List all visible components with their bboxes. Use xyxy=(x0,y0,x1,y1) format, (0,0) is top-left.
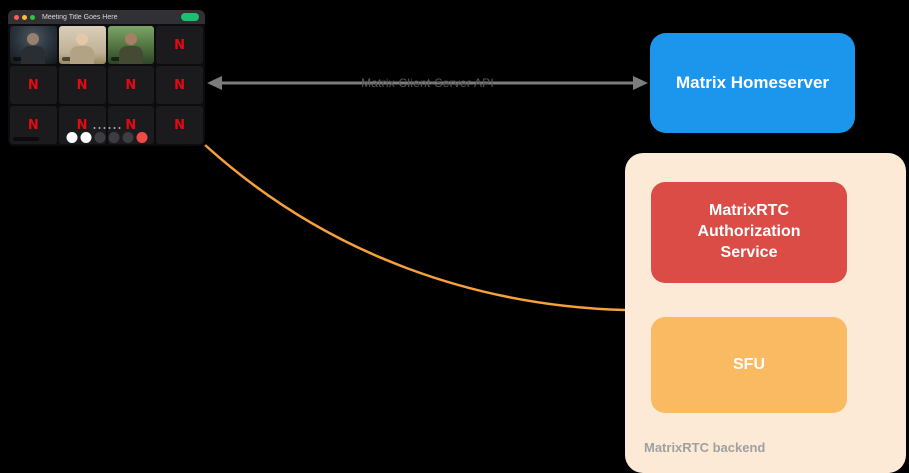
traffic-light-red-icon xyxy=(14,14,19,20)
backend-group-label: MatrixRTC backend xyxy=(644,440,766,455)
n-logo-icon: N xyxy=(174,117,186,133)
video-tile-letter: N xyxy=(156,66,203,104)
n-logo-icon: N xyxy=(76,77,88,93)
camera-icon xyxy=(80,132,91,143)
video-tile-participant xyxy=(107,26,155,64)
n-logo-icon: N xyxy=(174,37,186,53)
homeserver-label: Matrix Homeserver xyxy=(675,73,830,92)
hangup-icon xyxy=(136,132,147,143)
page-dot-icon xyxy=(103,127,105,129)
video-tile-letter: N xyxy=(156,106,203,144)
n-logo-icon: N xyxy=(27,117,39,133)
video-tile-participant xyxy=(10,26,57,64)
homeserver-box: Matrix Homeserver xyxy=(650,33,855,133)
settings-icon xyxy=(122,132,133,143)
n-logo-icon: N xyxy=(76,117,88,133)
authorization-service-box: MatrixRTC Authorization Service xyxy=(651,182,847,283)
video-tile-grid: N N N N N N N N N xyxy=(8,24,205,146)
traffic-light-green-icon xyxy=(30,14,35,20)
sfu-label: SFU xyxy=(733,356,765,373)
sfu-box: SFU xyxy=(651,317,847,413)
video-tile-letter: N xyxy=(58,66,106,104)
page-dot-icon xyxy=(98,127,100,129)
window-chrome-bar: Meeting Title Goes Here xyxy=(8,10,205,24)
video-tile-letter: N xyxy=(10,106,57,144)
video-tile-letter: N xyxy=(10,66,57,104)
video-tile-letter: N xyxy=(156,26,203,64)
mic-icon xyxy=(66,132,77,143)
api-arrow-label: Matrix Client-Server API xyxy=(361,76,494,90)
name-chip xyxy=(13,137,39,141)
n-logo-icon: N xyxy=(125,117,137,133)
video-tile-letter: N xyxy=(107,66,155,104)
page-dots xyxy=(93,127,120,129)
page-dot-icon xyxy=(108,127,110,129)
meeting-title: Meeting Title Goes Here xyxy=(42,13,118,21)
share-icon xyxy=(94,132,105,143)
authorization-service-label: MatrixRTC Authorization Service xyxy=(697,202,801,261)
page-dot-icon xyxy=(93,127,95,129)
video-tile-participant xyxy=(58,26,106,64)
arrow-head-right-icon xyxy=(633,76,648,90)
client-app-window: Meeting Title Goes Here N N N N N N N N … xyxy=(8,10,205,146)
rtc-connection-curve xyxy=(204,144,626,312)
join-button-pill xyxy=(181,13,199,21)
n-logo-icon: N xyxy=(174,77,186,93)
backend-container: MatrixRTC Authorization Service SFU Matr… xyxy=(625,153,906,473)
call-controls-bar xyxy=(66,132,147,143)
page-dot-icon xyxy=(113,127,115,129)
page-dot-icon xyxy=(118,127,120,129)
name-chip xyxy=(61,57,88,61)
traffic-light-yellow-icon xyxy=(22,14,27,20)
name-chip xyxy=(110,57,137,61)
more-icon xyxy=(108,132,119,143)
name-chip xyxy=(13,57,39,61)
n-logo-icon: N xyxy=(27,77,39,93)
n-logo-icon: N xyxy=(125,77,137,93)
